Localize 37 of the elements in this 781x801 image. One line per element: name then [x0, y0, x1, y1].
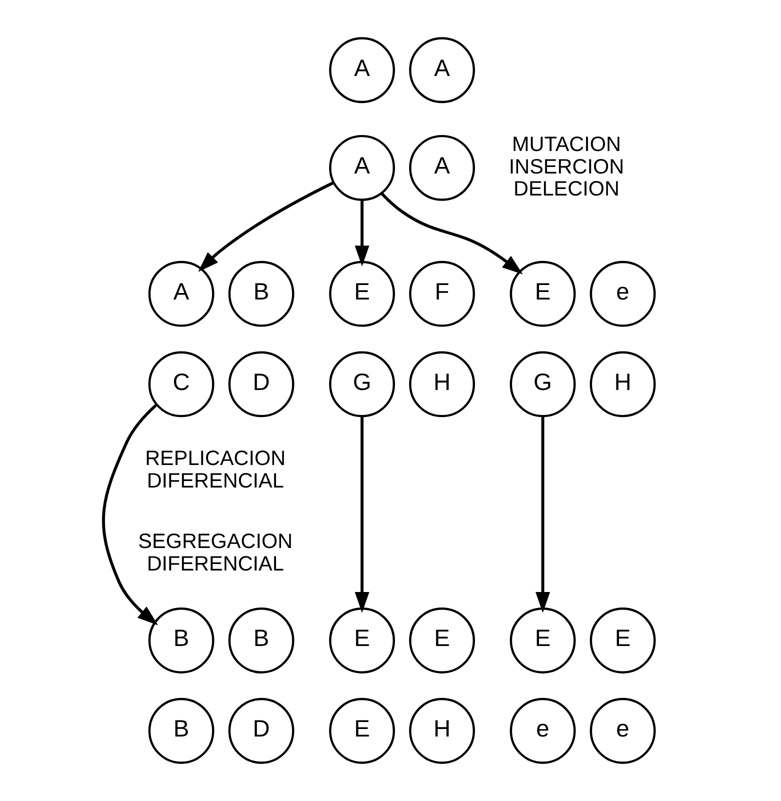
node-circle: A [328, 134, 394, 201]
node-circle: A [328, 37, 394, 104]
node-circle: E [408, 608, 474, 674]
node-circle: A [408, 37, 474, 104]
node-circle: G [509, 351, 576, 418]
node-circle: B [228, 608, 294, 674]
node-circle: G [328, 351, 394, 418]
node-circle: D [228, 351, 294, 418]
node-circle: E [509, 608, 576, 674]
node-circle: E [509, 260, 576, 327]
arrow [198, 181, 334, 272]
node-circle: A [408, 134, 474, 201]
label: SEGREGACION DIFERENCIAL [138, 530, 292, 576]
arrow [354, 200, 369, 266]
node-circle: e [589, 260, 656, 327]
arrow [354, 416, 369, 613]
node-circle: B [228, 260, 294, 327]
arrow [535, 416, 550, 613]
node-circle: D [228, 698, 294, 764]
label: REPLICACION DIFERENCIAL [144, 447, 286, 492]
node-circle: A [148, 260, 214, 327]
node-circle: E [328, 608, 394, 674]
node-circle: H [408, 351, 474, 418]
node-circle: E [328, 698, 394, 764]
node-circle: B [148, 698, 214, 764]
node-circle: E [328, 260, 394, 327]
node-circle: H [408, 698, 474, 764]
node-circle: C [148, 351, 214, 418]
node-circle: F [408, 260, 474, 327]
label: MUTACION INSERCION DELECION [508, 133, 624, 201]
arrow [380, 192, 522, 274]
arrow [101, 404, 158, 626]
node-circle: e [589, 698, 656, 764]
node-circle: H [589, 351, 656, 418]
node-circle: e [509, 698, 576, 764]
node-circle: E [589, 608, 656, 674]
node-circle: B [148, 608, 214, 674]
